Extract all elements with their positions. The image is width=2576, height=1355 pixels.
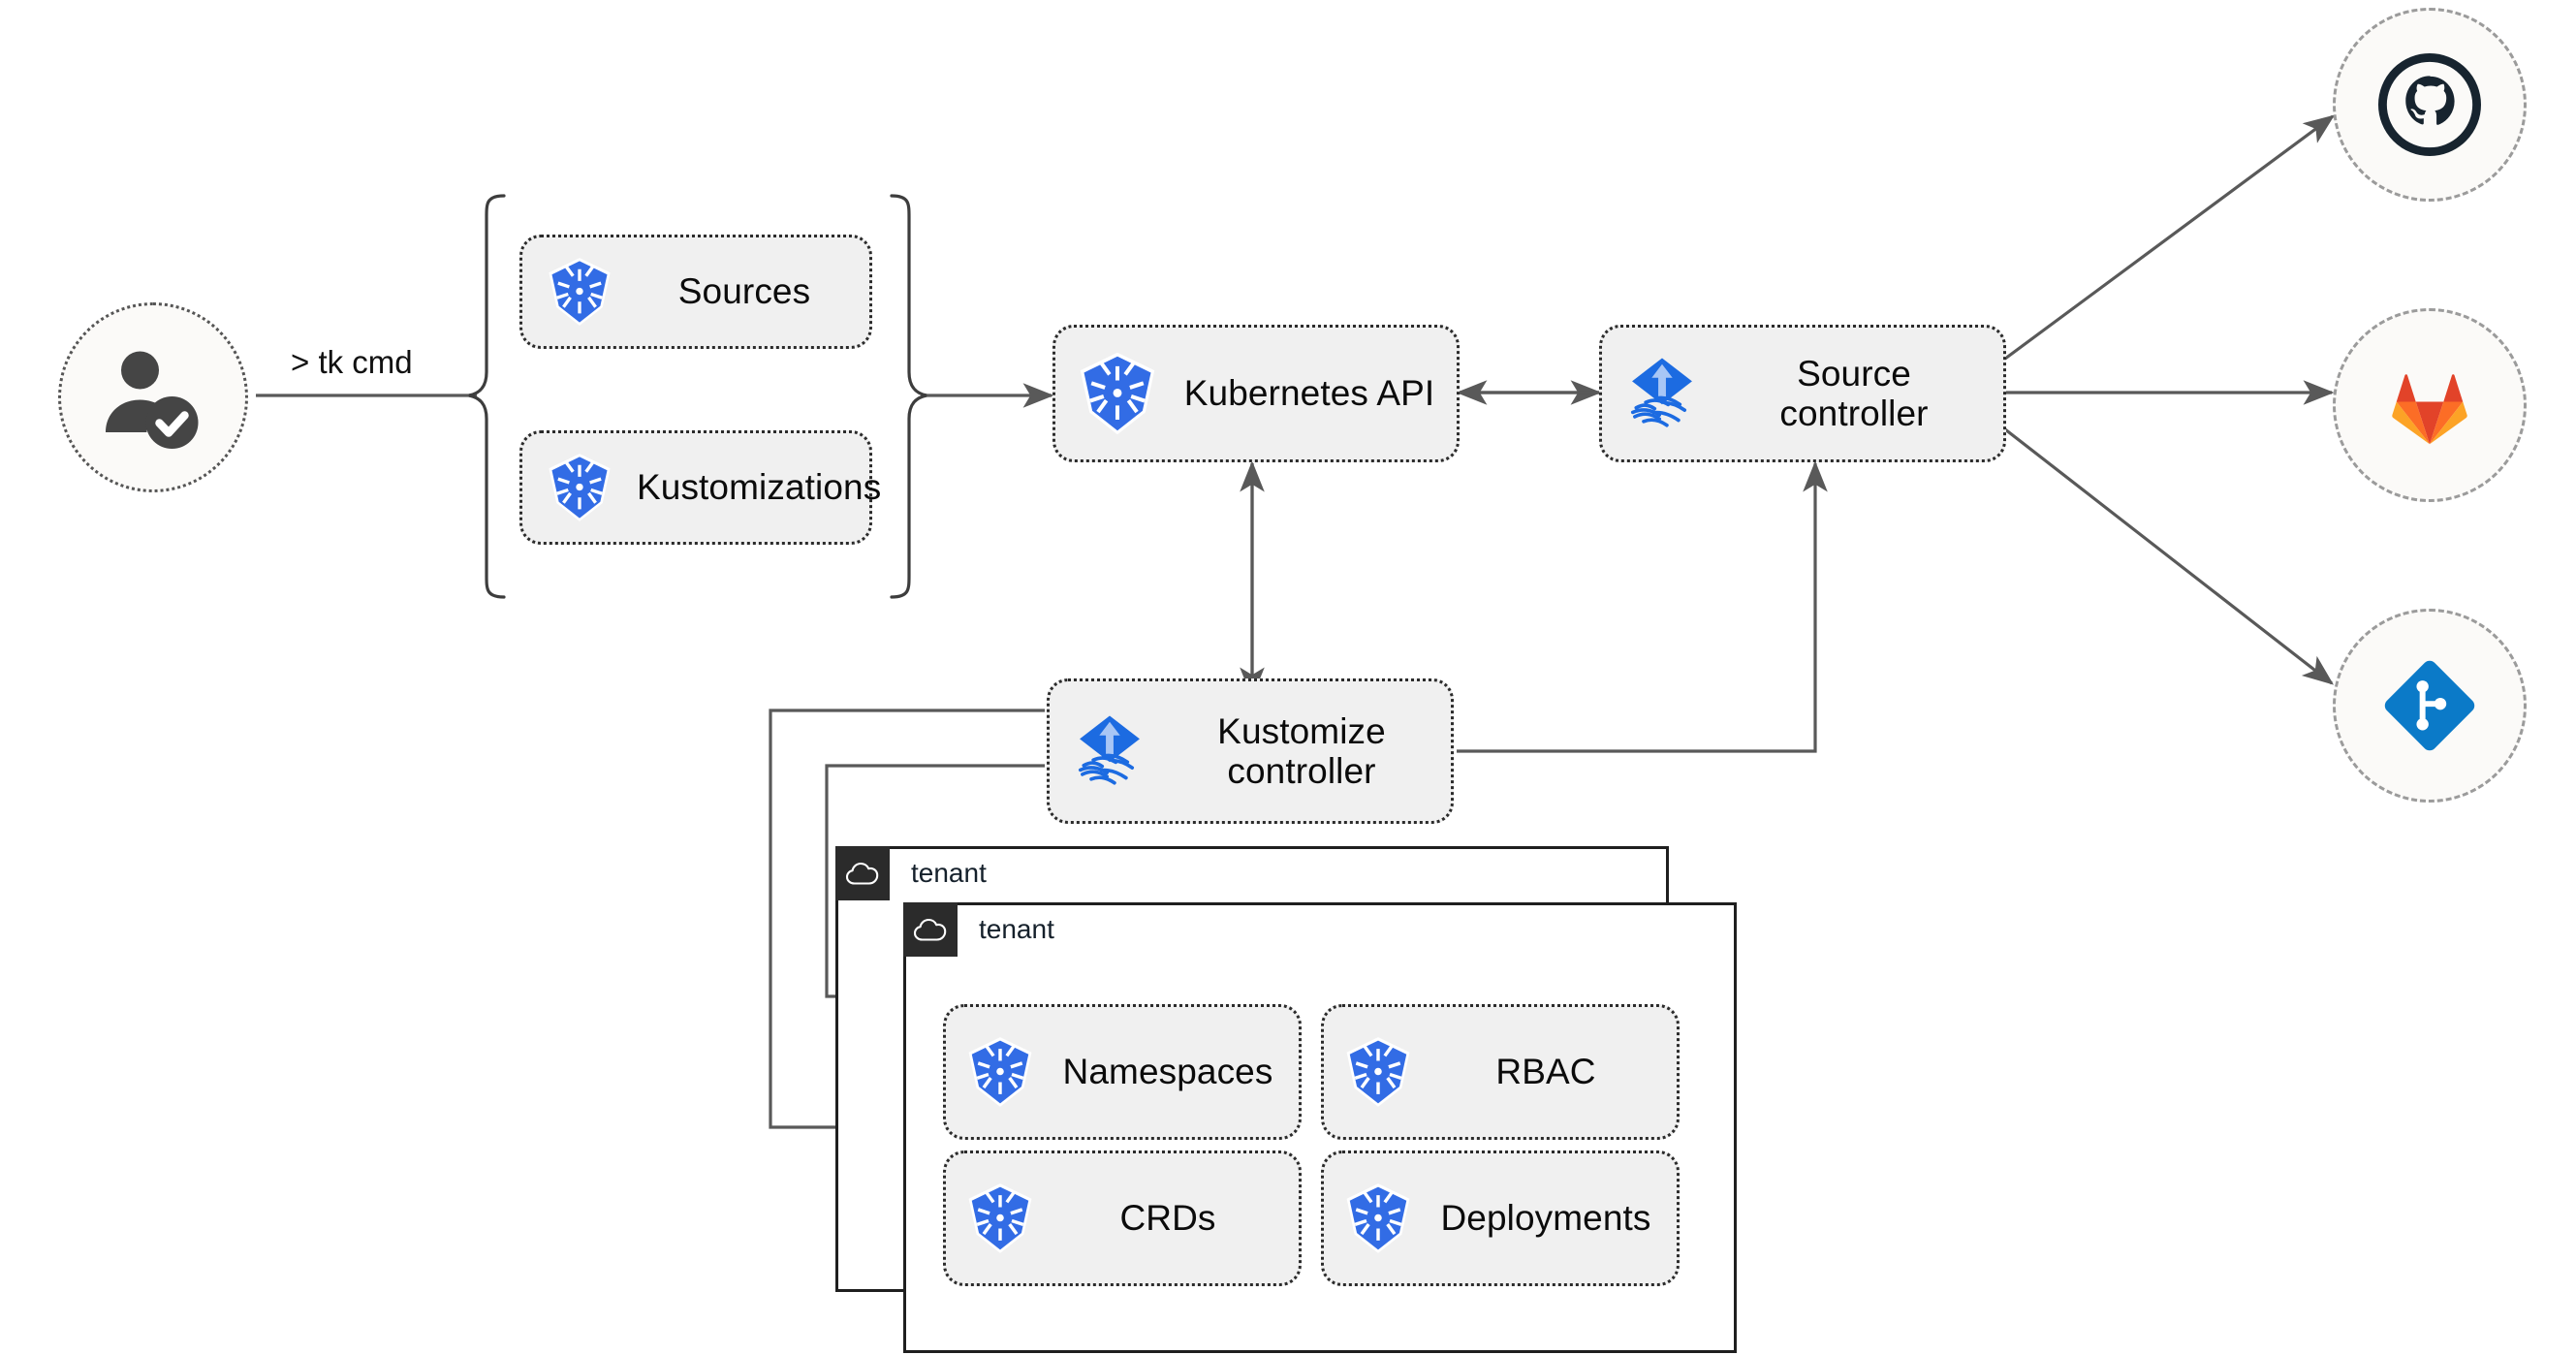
- kustomize-controller-node[interactable]: Kustomize controller: [1047, 678, 1454, 824]
- resource-label: Kustomizations: [637, 467, 882, 508]
- kubernetes-icon: [522, 255, 637, 329]
- kubernetes-icon: [522, 451, 637, 524]
- flux-icon: [1602, 350, 1722, 437]
- azure-repos-icon: [2384, 660, 2475, 751]
- kubernetes-icon: [946, 1181, 1054, 1256]
- kubernetes-icon: [1324, 1181, 1432, 1256]
- resource-label: Sources: [677, 271, 811, 312]
- tenant-titlebar: tenant: [835, 846, 987, 900]
- tenant-title: tenant: [911, 858, 987, 888]
- tenant-resource-label: Deployments: [1440, 1198, 1651, 1239]
- resource-box-kustomizations[interactable]: Kustomizations: [519, 430, 881, 545]
- resource-box-sources[interactable]: Sources: [519, 235, 872, 349]
- cloud-icon: [835, 846, 890, 900]
- command-label: > tk cmd: [291, 344, 413, 380]
- git-provider-azure-devops[interactable]: [2333, 609, 2527, 803]
- kubernetes-icon: [946, 1034, 1054, 1110]
- kubernetes-api-node[interactable]: Kubernetes API: [1052, 325, 1460, 462]
- source-controller-node[interactable]: Source controller: [1599, 325, 2006, 462]
- kubernetes-icon: [1324, 1034, 1432, 1110]
- tenant-resource-crds[interactable]: CRDs: [943, 1150, 1302, 1286]
- gitlab-icon: [2392, 374, 2467, 445]
- tenant-resource-label: CRDs: [1119, 1198, 1216, 1239]
- tenant-resource-namespaces[interactable]: Namespaces: [943, 1004, 1302, 1140]
- tenant-resource-deployments[interactable]: Deployments: [1321, 1150, 1680, 1286]
- kustomize-controller-label: Kustomize controller: [1217, 710, 1386, 791]
- tenant-resource-label: RBAC: [1495, 1052, 1596, 1092]
- tenant-resource-label: Namespaces: [1062, 1052, 1273, 1092]
- user-check-icon: [106, 351, 199, 449]
- git-provider-gitlab[interactable]: [2333, 308, 2527, 502]
- source-controller-label: Source controller: [1779, 353, 1929, 433]
- tenant-title: tenant: [979, 914, 1054, 944]
- github-icon: [2378, 53, 2481, 156]
- kubernetes-api-label: Kubernetes API: [1183, 373, 1435, 414]
- tenant-window-front[interactable]: tenant Namespaces: [903, 902, 1737, 1353]
- flux-icon: [1050, 708, 1170, 795]
- tenant-titlebar: tenant: [903, 902, 1054, 957]
- kubernetes-icon: [1055, 349, 1179, 438]
- cloud-icon: [903, 902, 958, 957]
- resource-group-brace: [468, 194, 927, 599]
- tenant-resource-rbac[interactable]: RBAC: [1321, 1004, 1680, 1140]
- actor-user-circle: [58, 302, 248, 492]
- git-provider-github[interactable]: [2333, 8, 2527, 202]
